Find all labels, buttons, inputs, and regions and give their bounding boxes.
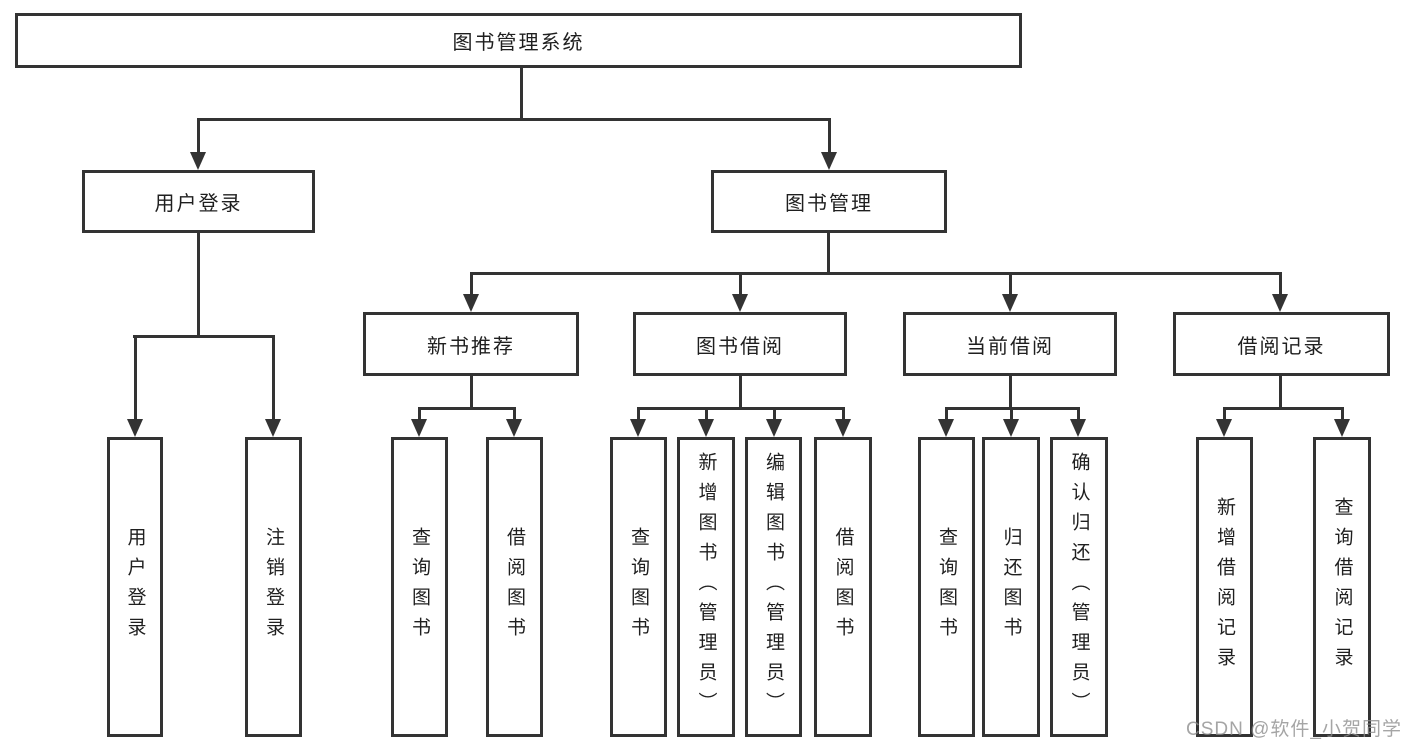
arrowhead-down-icon [463,294,479,312]
csdn-watermark: CSDN @软件_小贺同学 [1186,719,1402,740]
leaf-label: 新增借阅记录 [1214,497,1235,677]
arrowhead-down-icon [698,419,714,437]
leaf-label: 归还图书 [1000,527,1022,647]
leaf-add-books-admin: 新增图书（管理员） [677,437,735,737]
leaf-query-books-current: 查询图书 [918,437,975,737]
arrowhead-down-icon [1003,419,1019,437]
arrowhead-down-icon [835,419,851,437]
connector-bookmgmt-rail [470,272,1281,275]
connector-borrowing-rail [637,407,844,410]
node-label: 图书管理 [785,193,873,215]
node-current-borrowing: 当前借阅 [903,312,1117,376]
node-label: 当前借阅 [966,335,1054,358]
leaf-label: 借阅图书 [832,527,854,647]
connector-userlogin-stem [197,233,200,335]
node-label: 新书推荐 [427,335,515,358]
connector-arrow-stem [418,407,421,419]
arrowhead-down-icon [938,419,954,437]
arrowhead-down-icon [821,152,837,170]
arrowhead-down-icon [411,419,427,437]
arrowhead-down-icon [265,419,281,437]
node-label: 图书借阅 [696,335,784,358]
leaf-label: 借阅图书 [504,527,525,647]
connector-arrow-stem [773,407,776,419]
arrowhead-down-icon [1272,294,1288,312]
arrowhead-down-icon [1216,419,1232,437]
leaf-label: 查询借阅记录 [1331,497,1353,677]
connector-arrow-stem [842,407,845,419]
leaf-query-books-recommend: 查询图书 [391,437,448,737]
connector-records-stem [1279,376,1282,407]
connector-arrow-stem [134,335,137,419]
leaf-label: 确认归还（管理员） [1068,452,1090,722]
arrowhead-down-icon [1002,294,1018,312]
node-new-book-recommendation: 新书推荐 [363,312,579,376]
connector-userlogin-rail [133,335,275,338]
node-label: 借阅记录 [1237,335,1326,358]
connector-current-stem [1009,376,1012,407]
arrowhead-down-icon [1334,419,1350,437]
connector-arrow-stem [1077,407,1080,419]
connector-arrow-stem [197,118,200,153]
leaf-label: 查询图书 [628,527,649,647]
node-borrowing-records: 借阅记录 [1173,312,1390,376]
leaf-query-books-borrowing: 查询图书 [610,437,667,737]
leaf-label: 查询图书 [409,527,430,647]
connector-arrow-stem [828,118,831,153]
node-label: 图书管理系统 [452,32,585,54]
leaf-confirm-return-admin: 确认归还（管理员） [1050,437,1108,737]
leaf-user-login: 用户登录 [107,437,163,737]
arrowhead-down-icon [506,419,522,437]
connector-arrow-stem [945,407,948,419]
node-library-management-system: 图书管理系统 [15,13,1022,68]
connector-recommend-rail [418,407,515,410]
leaf-label: 注销登录 [263,527,284,647]
leaf-borrow-books-recommend: 借阅图书 [486,437,543,737]
node-book-borrowing: 图书借阅 [633,312,847,376]
leaf-logout: 注销登录 [245,437,302,737]
arrowhead-down-icon [190,152,206,170]
connector-arrow-stem [1341,407,1344,419]
connector-arrow-stem [637,407,640,419]
connector-borrowing-stem [739,376,742,407]
leaf-add-borrow-record: 新增借阅记录 [1196,437,1253,737]
connector-arrow-stem [470,272,473,294]
connector-arrow-stem [739,272,742,294]
arrowhead-down-icon [766,419,782,437]
connector-arrow-stem [705,407,708,419]
connector-arrow-stem [1223,407,1226,419]
arrowhead-down-icon [1070,419,1086,437]
leaf-label: 查询图书 [936,527,957,647]
leaf-label: 新增图书（管理员） [695,452,717,722]
connector-records-rail [1223,407,1343,410]
connector-bookmgmt-stem [827,233,830,272]
node-book-management: 图书管理 [711,170,947,233]
leaf-query-borrow-record: 查询借阅记录 [1313,437,1371,737]
connector-arrow-stem [1279,272,1282,294]
arrowhead-down-icon [630,419,646,437]
connector-arrow-stem [513,407,516,419]
leaf-label: 用户登录 [124,527,146,647]
arrowhead-down-icon [732,294,748,312]
leaf-borrow-books: 借阅图书 [814,437,872,737]
connector-recommend-stem [470,376,473,407]
leaf-return-books: 归还图书 [982,437,1040,737]
connector-arrow-stem [1009,272,1012,294]
arrowhead-down-icon [127,419,143,437]
connector-root-rail [197,118,831,121]
node-label: 用户登录 [154,193,243,215]
connector-arrow-stem [1010,407,1013,419]
leaf-edit-books-admin: 编辑图书（管理员） [745,437,802,737]
connector-root-stem [520,68,523,118]
node-user-login: 用户登录 [82,170,315,233]
leaf-label: 编辑图书（管理员） [763,452,784,722]
connector-arrow-stem [272,335,275,419]
